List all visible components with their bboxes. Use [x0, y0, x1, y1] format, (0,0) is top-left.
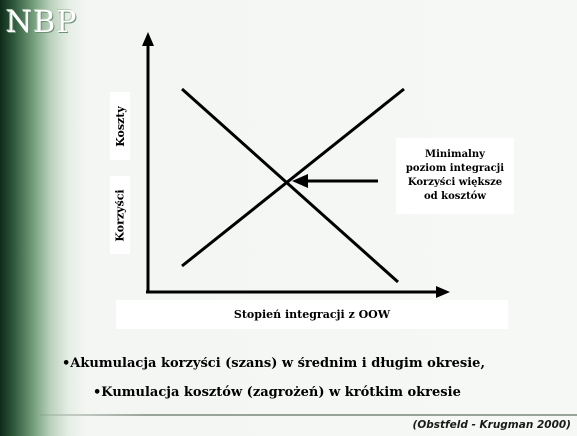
- y-label-benefits: Korzyści: [113, 188, 127, 242]
- annotation-box: Minimalny poziom integracji Korzyści wię…: [396, 138, 514, 214]
- bullet-item: •Akumulacja korzyści (szans) w średnim i…: [62, 356, 485, 371]
- x-label-box: Stopień integracji z OOW: [116, 300, 508, 329]
- footer-divider: [40, 414, 577, 416]
- pointer-arrow-icon: [292, 174, 308, 188]
- annotation-line: Minimalny: [425, 149, 485, 160]
- y-label-benefits-box: Korzyści: [110, 176, 130, 254]
- x-label: Stopień integracji z OOW: [233, 308, 391, 321]
- y-axis-arrow-icon: [142, 32, 154, 46]
- y-label-costs-box: Koszty: [110, 92, 130, 160]
- annotation-line: Korzyści większe: [407, 177, 503, 188]
- nbp-logo: NBP: [6, 5, 78, 40]
- x-axis-arrow-icon: [436, 286, 450, 298]
- benefits-line: [181, 87, 405, 268]
- annotation-line: poziom integracji: [405, 163, 505, 174]
- y-label-costs: Koszty: [113, 105, 127, 147]
- bullet-item: •Kumulacja kosztów (zagrożeń) w krótkim …: [93, 385, 461, 400]
- costs-line: [181, 87, 399, 284]
- annotation-line: od kosztów: [424, 191, 486, 202]
- source-citation: (Obstfeld - Krugman 2000): [412, 419, 571, 431]
